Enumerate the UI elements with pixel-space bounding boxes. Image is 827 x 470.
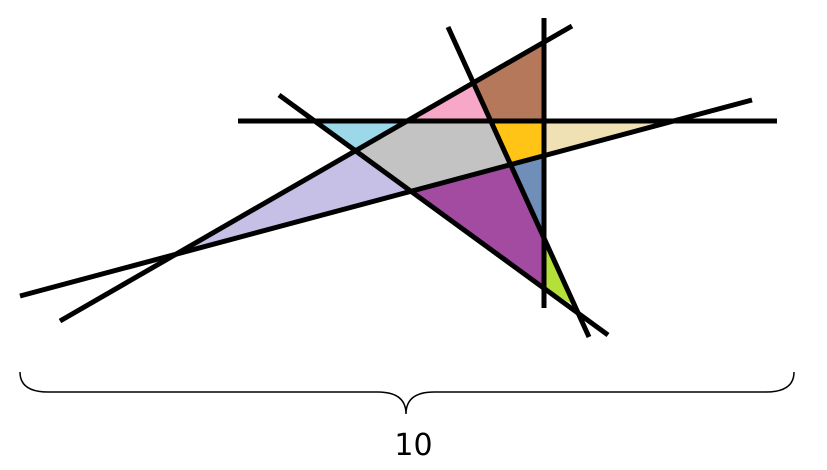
line-descending-shallow xyxy=(277,92,610,338)
width-brace xyxy=(19,371,795,415)
region-gold xyxy=(489,121,544,164)
region-brown xyxy=(475,45,544,121)
colored-regions xyxy=(170,45,673,305)
width-label: 10 xyxy=(394,428,433,463)
lines xyxy=(19,18,777,339)
region-lavender xyxy=(170,151,412,255)
region-light-blue xyxy=(318,121,405,151)
line-steep-rising xyxy=(58,23,574,324)
region-purple xyxy=(412,164,544,287)
line-shallow-rising xyxy=(19,97,753,299)
line-descending-steep xyxy=(445,25,592,339)
